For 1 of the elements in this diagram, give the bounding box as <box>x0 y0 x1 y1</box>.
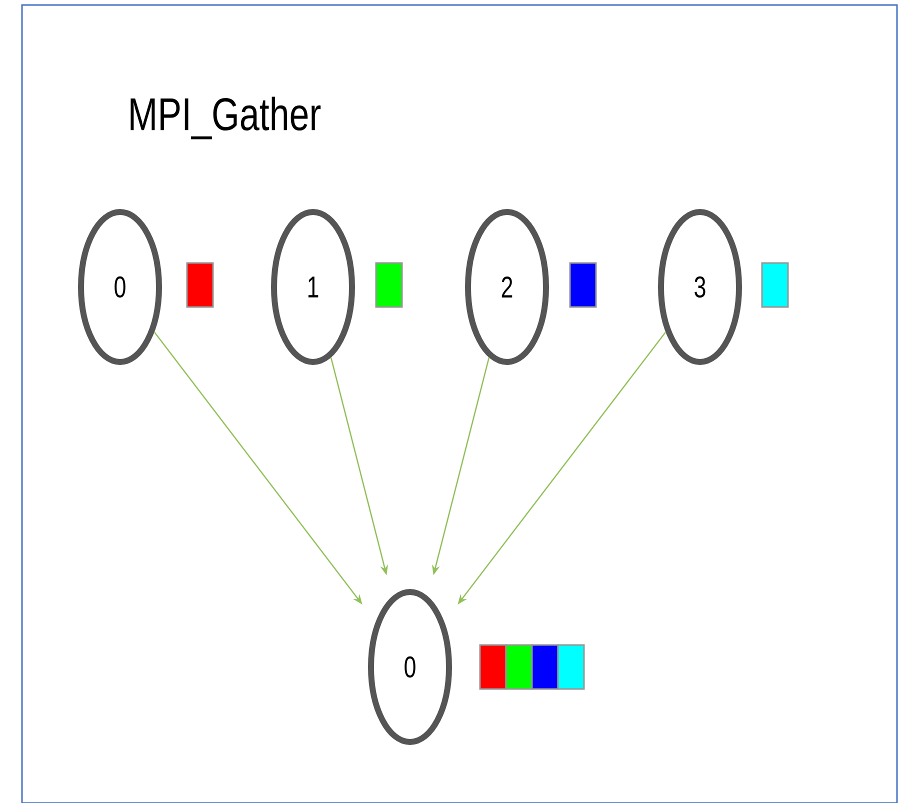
title: MPI_Gather <box>130 96 321 140</box>
